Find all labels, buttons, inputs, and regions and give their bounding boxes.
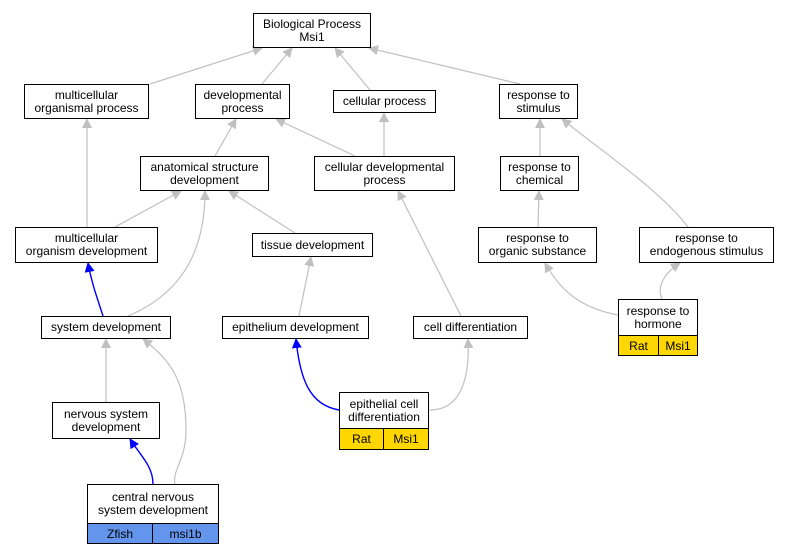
- edge-cns-to-nervous: [129, 438, 154, 485]
- edge-developmental-to-bp: [261, 47, 293, 85]
- gene-tag-msi1: Msi1: [659, 335, 698, 356]
- gene-tag-msi1b: msi1b: [153, 523, 219, 544]
- edge-multicellular-org-dev-to-anatomical: [114, 190, 182, 228]
- tag-row-epithelial-cell-differentiation: Rat Msi1: [339, 428, 429, 450]
- node-biological-process-msi1[interactable]: Biological Process Msi1: [253, 13, 371, 48]
- edge-system-to-multicellular-org-dev: [84, 262, 104, 317]
- node-response-to-endogenous-stimulus[interactable]: response to endogenous stimulus: [639, 227, 774, 263]
- node-response-to-organic-substance[interactable]: response to organic substance: [478, 227, 597, 263]
- edge-hormone-to-endogenous: [659, 262, 681, 300]
- node-epithelial-cell-differentiation[interactable]: epithelial cell differentiation: [339, 392, 429, 429]
- edge-cellular-dev-to-developmental: [275, 118, 356, 157]
- node-cellular-developmental-process[interactable]: cellular developmental process: [314, 156, 455, 191]
- node-central-nervous-system-development[interactable]: central nervous system development: [87, 484, 219, 524]
- edge-epithelial-cell-to-cell-diff: [429, 338, 474, 411]
- node-cell-differentiation[interactable]: cell differentiation: [413, 316, 528, 339]
- tag-row-central-nervous-system-development: Zfish msi1b: [87, 523, 219, 544]
- edge-tissue-to-anatomical: [228, 190, 296, 234]
- species-tag-zfish: Zfish: [87, 523, 153, 544]
- edge-endogenous-to-stimulus: [561, 118, 689, 228]
- node-cellular-process[interactable]: cellular process: [333, 90, 436, 113]
- node-developmental-process[interactable]: developmental process: [195, 84, 290, 119]
- node-nervous-system-development[interactable]: nervous system development: [52, 402, 160, 439]
- edge-hormone-to-organic: [544, 262, 619, 316]
- edge-epithelial-cell-to-epithelium: [291, 338, 340, 411]
- node-tissue-development[interactable]: tissue development: [252, 233, 373, 257]
- edge-cell-diff-to-cellular-dev: [397, 190, 462, 317]
- species-tag-rat: Rat: [339, 428, 384, 450]
- edge-organic-to-chemical: [533, 190, 544, 228]
- edge-anatomical-to-developmental: [214, 118, 237, 157]
- edge-cellular-process-to-bp: [334, 47, 371, 91]
- edge-epithelium-to-tissue: [298, 256, 315, 317]
- node-anatomical-structure-development[interactable]: anatomical structure development: [140, 156, 269, 191]
- species-tag-rat: Rat: [618, 335, 659, 356]
- gene-tag-msi1: Msi1: [384, 428, 429, 450]
- edge-system-to-anatomical: [127, 190, 210, 317]
- tag-row-response-to-hormone: Rat Msi1: [618, 335, 698, 356]
- node-response-to-chemical[interactable]: response to chemical: [500, 156, 579, 191]
- edge-response-stimulus-to-bp: [368, 45, 521, 85]
- node-system-development[interactable]: system development: [41, 316, 171, 339]
- node-response-to-hormone[interactable]: response to hormone: [618, 299, 698, 336]
- node-multicellular-organism-development[interactable]: multicellular organism development: [15, 227, 158, 263]
- node-epithelium-development[interactable]: epithelium development: [222, 316, 369, 339]
- edge-multicellular-organismal-to-bp: [149, 45, 263, 85]
- node-multicellular-organismal-process[interactable]: multicellular organismal process: [24, 84, 149, 119]
- edge-cns-to-system: [142, 338, 187, 485]
- node-response-to-stimulus[interactable]: response to stimulus: [499, 84, 578, 119]
